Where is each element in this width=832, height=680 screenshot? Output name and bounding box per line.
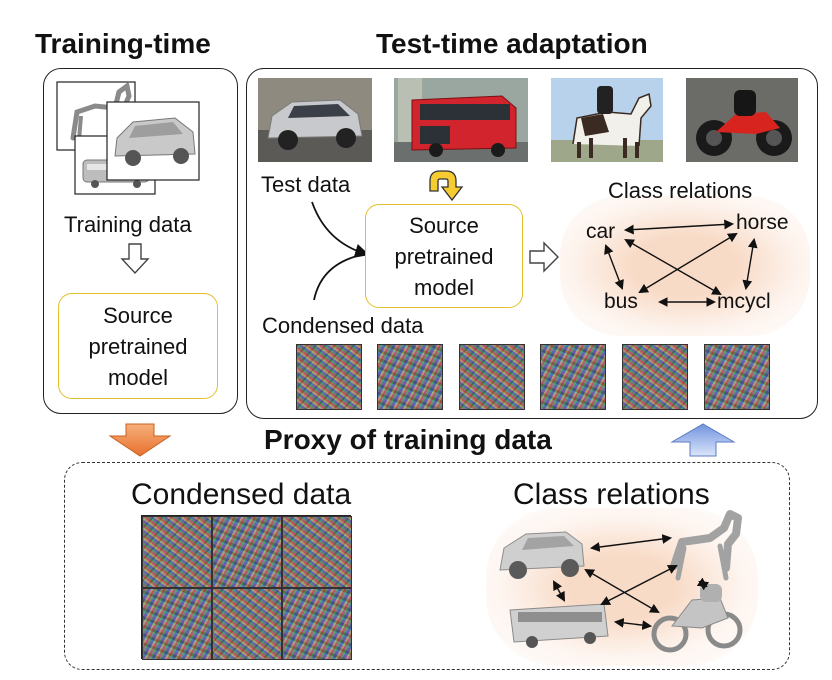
bus-render <box>509 603 609 648</box>
u-turn-arrow-icon <box>429 170 464 202</box>
condensed-grid <box>141 515 352 660</box>
proxy-heading: Proxy of training data <box>264 424 552 455</box>
orange-down-arrow <box>108 423 172 457</box>
training-down-arrow <box>120 243 150 275</box>
model-label-line-1: Source <box>103 302 173 328</box>
test-photo-motorcycle <box>686 78 798 162</box>
condensed-tile <box>540 344 606 410</box>
test-model-label-line-2: pretrained <box>394 243 494 269</box>
suv-card <box>106 101 200 181</box>
model-label-line-2: pretrained <box>88 333 188 359</box>
horse-render <box>670 510 742 581</box>
class-node-horse: horse <box>736 211 789 234</box>
test-model-label-line-3: model <box>414 274 474 300</box>
training-time-heading: Training-time <box>35 28 211 59</box>
class-node-car: car <box>586 220 616 243</box>
condensed-grid-tile <box>142 588 212 660</box>
training-model-box: Source pretrained model <box>58 293 218 399</box>
condensed-grid-tile <box>212 588 282 660</box>
condensed-grid-tile <box>282 588 352 660</box>
motorcycle-render <box>651 584 743 653</box>
proxy-panel <box>64 462 790 670</box>
class-node-bus: bus <box>604 290 638 313</box>
hollow-arrow-icon <box>529 241 559 273</box>
test-photo-car <box>258 78 372 162</box>
condensed-tile <box>377 344 443 410</box>
condensed-tile <box>622 344 688 410</box>
test-model-box: Source pretrained model <box>365 204 523 308</box>
test-photo-bus <box>394 78 528 162</box>
model-label-line-3: model <box>108 364 168 390</box>
training-data-label: Training data <box>64 212 192 237</box>
test-photo-horse <box>551 78 663 162</box>
class-node-mcycl: mcycl <box>717 290 771 313</box>
proxy-relations-graph <box>499 510 743 653</box>
condensed-tile <box>704 344 770 410</box>
class-relations-label: Class relations <box>608 178 753 203</box>
condensed-grid-tile <box>142 516 212 588</box>
test-data-label: Test data <box>261 172 351 197</box>
condensed-data-label: Condensed data <box>262 313 424 338</box>
condensed-grid-tile <box>282 516 352 588</box>
condensed-tile <box>296 344 362 410</box>
suv-render <box>499 531 585 579</box>
condensed-grid-tile <box>212 516 282 588</box>
class-relation-edges <box>604 219 758 307</box>
training-images-stack <box>56 81 200 195</box>
test-model-label-line-1: Source <box>409 212 479 238</box>
blue-up-arrow <box>670 423 736 457</box>
test-time-heading: Test-time adaptation <box>376 28 648 59</box>
condensed-tile <box>459 344 525 410</box>
proxy-class-relations-label: Class relations <box>513 478 710 511</box>
proxy-condensed-label: Condensed data <box>131 478 352 511</box>
input-arrows <box>311 201 370 301</box>
